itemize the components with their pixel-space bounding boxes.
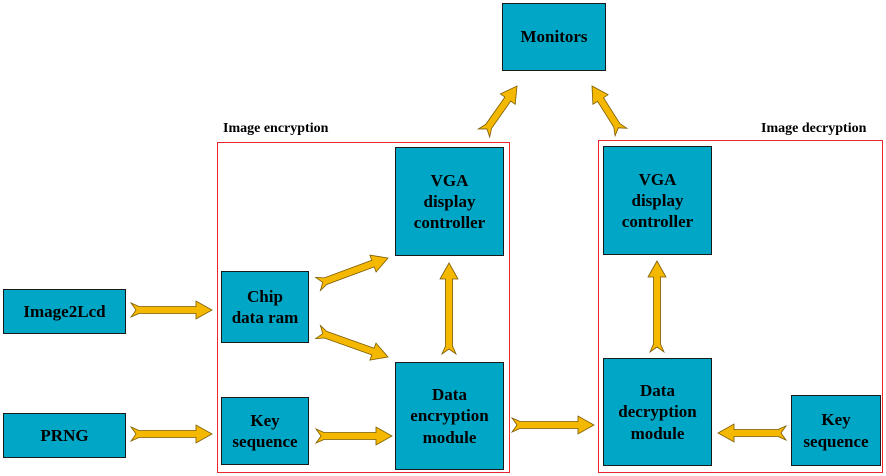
arrow-key-seq-dec-to-data-dec xyxy=(717,423,788,443)
data-encryption-block: Data encryption module xyxy=(395,362,504,470)
image-encryption-label: Image encryption xyxy=(223,121,329,136)
image-decryption-label: Image decryption xyxy=(761,121,867,136)
arrow-data-enc-to-vga xyxy=(439,262,459,356)
data-decryption-block: Data decryption module xyxy=(603,358,712,466)
prng-block: PRNG xyxy=(3,413,126,458)
image-encryption-group xyxy=(217,142,510,473)
chip-data-ram-block: Chip data ram xyxy=(221,271,309,343)
arrow-vga-enc-to-monitors xyxy=(476,85,518,139)
arrow-image2lcd-to-chip-ram xyxy=(129,300,213,320)
key-sequence-enc-block: Key sequence xyxy=(221,397,309,465)
arrow-data-enc-to-data-dec xyxy=(510,415,595,435)
monitors-block: Monitors xyxy=(502,3,606,71)
arrow-chip-ram-to-vga xyxy=(314,254,389,292)
image2lcd-block: Image2Lcd xyxy=(3,289,126,334)
arrow-vga-dec-to-monitors xyxy=(591,85,629,138)
vga-dec-block: VGA display controller xyxy=(603,146,712,255)
arrow-key-seq-to-data-enc xyxy=(314,426,393,446)
key-sequence-dec-block: Key sequence xyxy=(791,395,881,466)
arrow-data-dec-to-vga-dec xyxy=(647,260,667,354)
arrow-prng-to-key-seq xyxy=(129,424,213,444)
arrow-chip-ram-to-data-enc xyxy=(314,324,389,361)
vga-enc-block: VGA display controller xyxy=(395,147,504,256)
image-decryption-group xyxy=(598,140,883,473)
